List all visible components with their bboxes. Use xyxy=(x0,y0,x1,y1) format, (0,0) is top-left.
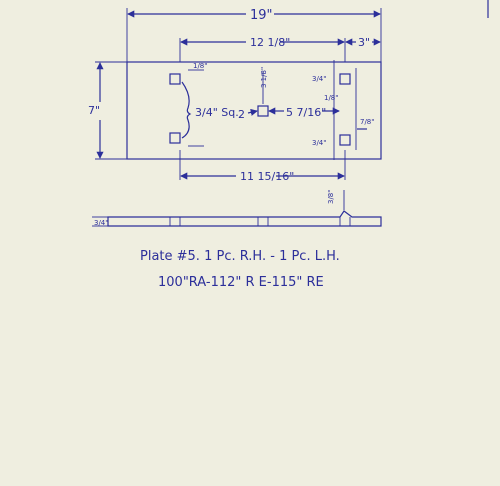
plate-outline xyxy=(126,61,382,160)
dim-center-label: 5 7/16" xyxy=(286,106,326,119)
side-elevation xyxy=(107,210,382,227)
step-height-label: 3/8" xyxy=(327,190,335,205)
hole-bottom-left xyxy=(169,132,181,144)
dim-overall-label: 19" xyxy=(250,8,273,23)
edge-dim-right-label: 1/8" xyxy=(324,94,339,102)
caption-line-1: Plate #5. 1 Pc. R.H. - 1 Pc. L.H. xyxy=(140,249,340,264)
row-spacing-top-label: 3/4" xyxy=(312,75,327,83)
dim-hole-span-label: 12 1/8" xyxy=(250,36,290,49)
brace-callout xyxy=(181,81,192,139)
callout-arrow xyxy=(247,108,258,116)
dim-end-label: 3" xyxy=(358,36,370,49)
hole-size-label: 3/4" Sq. xyxy=(195,106,239,119)
thickness-label: 3/4" xyxy=(94,219,109,227)
caption-line-2: 100"RA-112" R E-115" RE xyxy=(158,275,324,290)
hole-bottom-right xyxy=(339,134,351,146)
dim-width-label: 7" xyxy=(88,104,100,117)
side-offset-label: 7/8" xyxy=(360,118,375,126)
callout-number: 2 xyxy=(238,108,245,121)
hole-center xyxy=(257,105,269,117)
center-height-label: 3 1/8" xyxy=(260,67,268,88)
dim-lower-label: 11 15/16" xyxy=(240,170,294,183)
hole-top-right xyxy=(339,73,351,85)
row-spacing-bottom-label: 3/4" xyxy=(312,139,327,147)
hole-top-left xyxy=(169,73,181,85)
dim-edge-1-label: 1/8" xyxy=(193,62,208,70)
